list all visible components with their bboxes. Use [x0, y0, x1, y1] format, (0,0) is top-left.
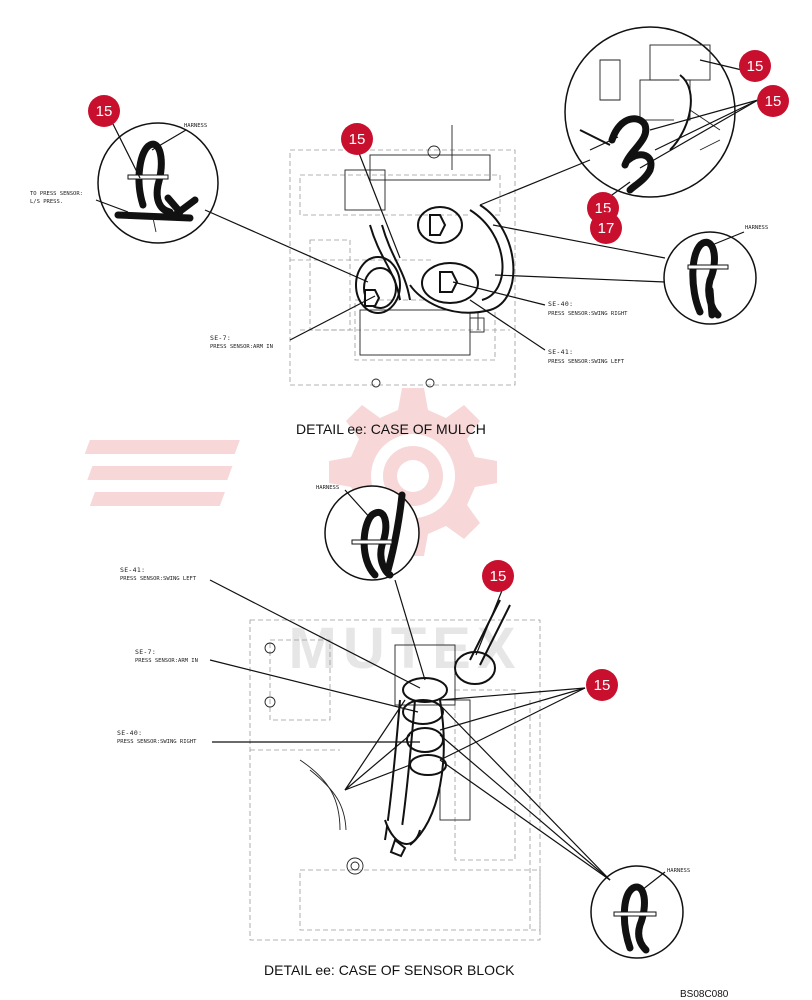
- se41-code-top: SE-41:: [548, 348, 573, 356]
- svg-text:15: 15: [96, 103, 113, 120]
- callout-circle-top-left: [97, 122, 219, 244]
- item-badge: 17: [590, 212, 622, 244]
- callout-circle-right: [663, 231, 757, 325]
- item-badge: 15: [482, 560, 514, 592]
- svg-text:15: 15: [594, 677, 611, 694]
- item-badge: 15: [739, 50, 771, 82]
- item-badge: 15: [341, 123, 373, 155]
- se7-name-top: PRESS SENSOR:ARM IN: [210, 344, 273, 350]
- harness-label: HARNESS: [184, 123, 207, 129]
- watermark-gear-logo: [84, 388, 497, 556]
- se40-name-top: PRESS SENSOR:SWING RIGHT: [548, 311, 628, 317]
- svg-text:15: 15: [747, 58, 764, 75]
- se7-code-bottom: SE-7:: [135, 648, 156, 656]
- to-press-sensor-label: TO PRESS SENSOR:: [30, 191, 83, 197]
- callout-circle-bottom-top: [324, 485, 420, 581]
- item-badge: 15: [757, 85, 789, 117]
- harness-label: HARNESS: [316, 485, 339, 491]
- se40-code-bottom: SE-40:: [117, 729, 142, 737]
- se40-code-top: SE-40:: [548, 300, 573, 308]
- caption-top: DETAIL ee: CASE OF MULCH: [296, 421, 486, 437]
- svg-text:15: 15: [765, 93, 782, 110]
- se40-name-bottom: PRESS SENSOR:SWING RIGHT: [117, 739, 197, 745]
- harness-label: HARNESS: [745, 225, 768, 231]
- svg-text:17: 17: [598, 220, 615, 237]
- sensor-block-bottom: [249, 619, 541, 941]
- leaders-top: [95, 59, 759, 351]
- se7-name-bottom: PRESS SENSOR:ARM IN: [135, 658, 198, 664]
- se41-name-bottom: PRESS SENSOR:SWING LEFT: [120, 576, 197, 582]
- se7-code-top: SE-7:: [210, 334, 231, 342]
- item-badge: 15: [88, 95, 120, 127]
- callout-circle-bottom-right: [590, 865, 684, 959]
- harness-label: HARNESS: [667, 868, 690, 874]
- se41-code-bottom: SE-41:: [120, 566, 145, 574]
- svg-text:15: 15: [490, 568, 507, 585]
- to-press-sensor-sublabel: L/S PRESS.: [30, 199, 63, 205]
- svg-text:15: 15: [349, 131, 366, 148]
- figure-code: BS08C080: [680, 989, 729, 1000]
- caption-bottom: DETAIL ee: CASE OF SENSOR BLOCK: [264, 962, 515, 978]
- hose-assembly-bottom: [384, 599, 511, 858]
- watermark-text: MUTEX: [289, 616, 522, 681]
- item-badge: 15: [586, 669, 618, 701]
- se41-name-top: PRESS SENSOR:SWING LEFT: [548, 359, 625, 365]
- leaders-bottom: [209, 489, 666, 891]
- hose-assembly-top: [355, 204, 515, 314]
- callout-circle-top-right: [564, 26, 736, 198]
